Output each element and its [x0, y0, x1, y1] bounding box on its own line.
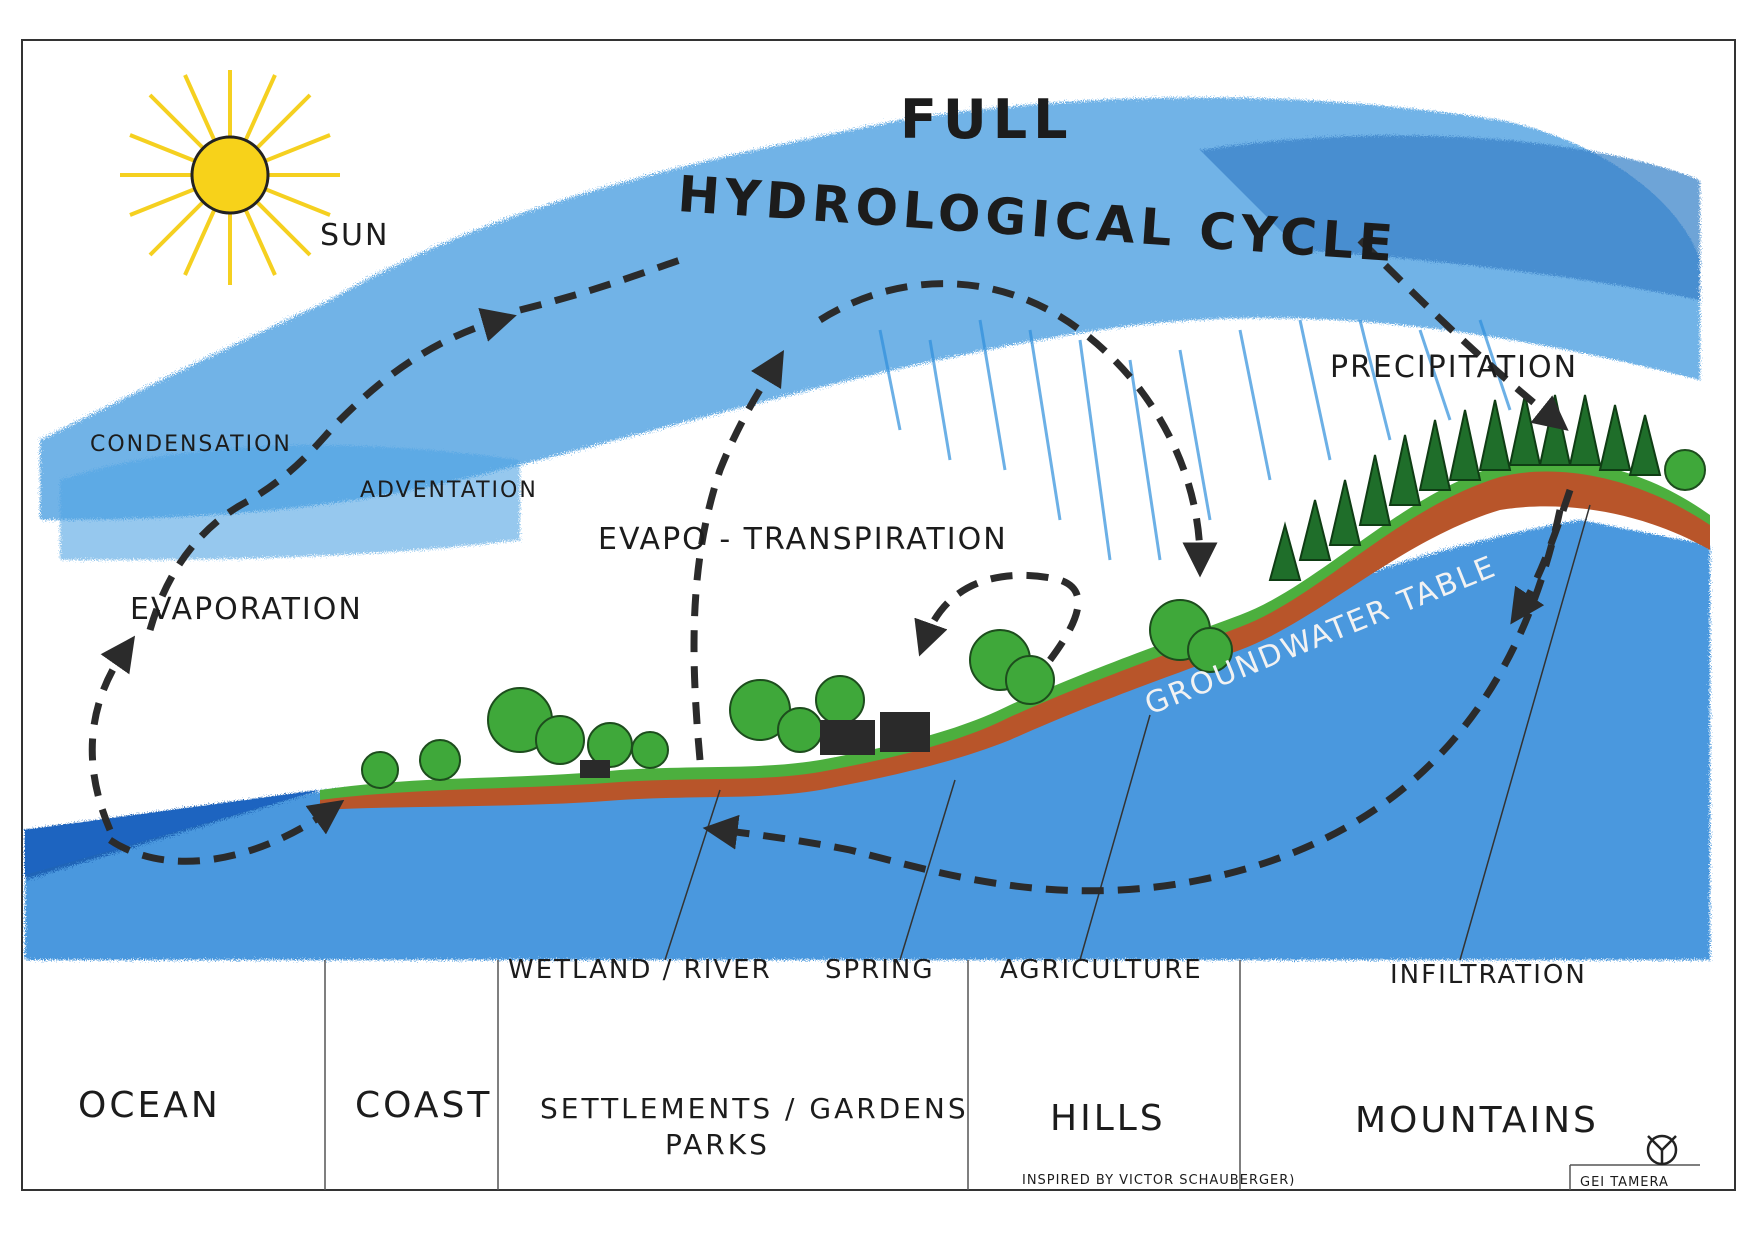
label-precipitation: PRECIPITATION	[1330, 350, 1579, 385]
rain-arrow	[818, 280, 1218, 578]
label-evapotranspiration: EVAPO - TRANSPIRATION	[598, 522, 1008, 557]
ocean-return-arrow	[108, 799, 345, 865]
zone-dividers	[324, 960, 1700, 1190]
label-condensation: CONDENSATION	[90, 432, 292, 457]
zone-settlements: SETTLEMENTS / GARDENS	[540, 1092, 969, 1125]
title-line1: FULL	[900, 88, 1074, 151]
frame-border	[21, 39, 1736, 1191]
credit-inspired: INSPIRED BY VICTOR SCHAUBERGER)	[1022, 1173, 1296, 1188]
infiltration-arrow	[1510, 488, 1574, 625]
land-surface	[320, 459, 1710, 810]
zone-ocean: OCEAN	[78, 1085, 221, 1126]
condensation-arrow	[146, 307, 517, 631]
label-evaporation: EVAPORATION	[130, 592, 363, 627]
zone-mountains: MOUNTAINS	[1355, 1100, 1599, 1141]
evapotranspiration-arrow	[690, 349, 785, 761]
zone-hills: HILLS	[1050, 1098, 1166, 1139]
label-spring: SPRING	[825, 955, 935, 985]
credit-author: GEI TAMERA	[1580, 1175, 1669, 1190]
ocean-water	[25, 790, 320, 875]
label-advection: ADVENTATION	[360, 478, 538, 503]
label-wetland-river: WETLAND / RIVER	[508, 955, 772, 985]
evaporation-arrow	[88, 635, 136, 832]
upper-flow-arrow	[519, 256, 682, 314]
local-cycle-arrow	[914, 571, 1082, 663]
sky-clouds	[40, 97, 1700, 560]
label-infiltration: INFILTRATION	[1390, 960, 1587, 990]
cycle-arrows	[88, 237, 1574, 895]
zone-coast: COAST	[355, 1085, 493, 1126]
trees	[361, 394, 1706, 789]
groundwater-body	[25, 520, 1710, 960]
sun-icon	[120, 70, 340, 285]
precipitation-arrow	[1357, 237, 1569, 431]
label-sun: SUN	[320, 218, 390, 253]
rain-streaks	[878, 319, 1512, 561]
groundwater-flow-arrow	[702, 509, 1564, 895]
author-logo-icon	[1646, 1134, 1678, 1166]
label-agriculture: AGRICULTURE	[1000, 955, 1203, 985]
zone-parks: PARKS	[665, 1128, 770, 1161]
